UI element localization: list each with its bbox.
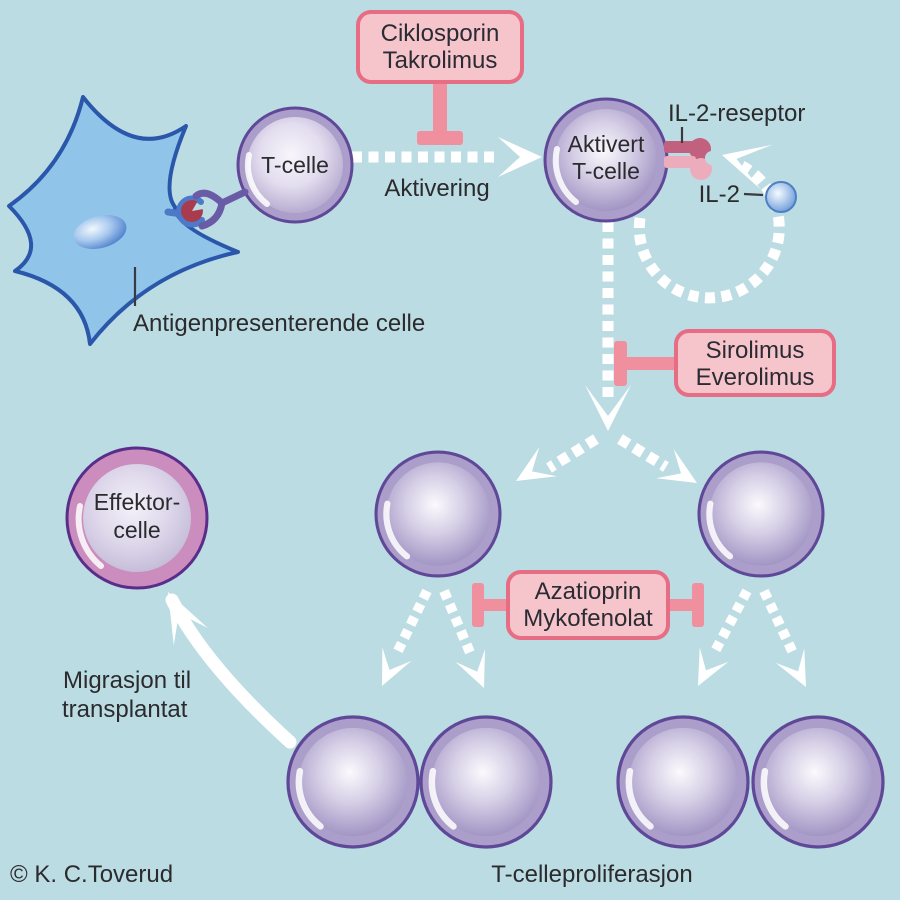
- drug-box: [506, 570, 670, 640]
- inhibitor-stem: [625, 357, 677, 370]
- inhibitor-stem-right: [666, 599, 694, 611]
- activated-t-cell-label-2: T-celle: [572, 158, 640, 184]
- effector-cell-label-1: Effektor-: [94, 489, 181, 515]
- drug-box1-line1: Ciklosporin: [381, 20, 500, 47]
- credit-label: © K. C.Toverud: [10, 861, 173, 888]
- activation-label: Aktivering: [384, 175, 489, 202]
- il2-receptor-icon: [664, 138, 719, 180]
- drug-box2-line1: Sirolimus: [706, 337, 805, 364]
- inhibitor-stem-left: [482, 599, 510, 611]
- proliferation-arrow-vertical: [585, 222, 631, 431]
- proliferated-cell-1: [288, 717, 418, 847]
- daughter-cell-right: [699, 452, 823, 576]
- daughter-cell-left: [376, 452, 500, 576]
- apc-label: Antigenpresenterende celle: [133, 310, 425, 337]
- inhibitor-cap: [614, 341, 627, 386]
- antigen-icon: [180, 200, 203, 223]
- inhibitor-cap: [417, 131, 463, 145]
- drug-box: [356, 10, 524, 84]
- mhc-cradle: [176, 195, 205, 228]
- activated-t-cell-label-1: Aktivert: [568, 131, 645, 157]
- il2-label: IL-2: [699, 181, 740, 208]
- division-arrows-left-cell: [367, 588, 499, 695]
- t-cell-label: T-celle: [261, 152, 329, 178]
- inhibitor-stem: [433, 80, 447, 132]
- activated-t-cell: Aktivert T-celle: [543, 97, 669, 223]
- tcr-receptor: [192, 188, 249, 230]
- drug-box3-line1: Azatioprin: [535, 578, 642, 605]
- antigen-presenting-cell: [7, 95, 240, 346]
- t-cell: T-celle: [236, 106, 354, 224]
- il2-feedback-loop-arrow: [633, 132, 785, 304]
- migration-label-1: Migrasjon til: [63, 667, 191, 694]
- drug-box1-line2: Takrolimus: [383, 47, 498, 74]
- split-arrow-left: [507, 434, 599, 496]
- effector-cell: Effektor- celle: [65, 446, 209, 590]
- inhibitor-cap-left: [472, 583, 484, 627]
- migration-label-2: transplantat: [62, 696, 188, 723]
- proliferated-cell-3: [618, 717, 748, 847]
- antigen-presentation-junction: [164, 188, 249, 230]
- inhibitor-sirolimus-everolimus: Sirolimus Everolimus: [614, 329, 836, 397]
- drug-box: [674, 329, 836, 397]
- inhibitor-ciklosporin-takrolimus: Ciklosporin Takrolimus: [356, 10, 524, 145]
- split-arrow-right: [617, 434, 706, 498]
- il2-receptor-label: IL-2-reseptor: [668, 100, 805, 127]
- proliferation-label: T-celleproliferasjon: [491, 861, 692, 888]
- proliferated-cell-2: [421, 717, 551, 847]
- apc-nucleus: [73, 215, 127, 249]
- migration-arrow: [151, 583, 297, 749]
- effector-cell-label-2: celle: [113, 517, 160, 543]
- inhibitor-azatioprin-mykofenolat: Azatioprin Mykofenolat: [472, 570, 704, 640]
- activation-arrow: [352, 137, 542, 177]
- drug-box2-line2: Everolimus: [696, 364, 815, 391]
- division-arrows-right-cell: [683, 588, 821, 695]
- drug-box3-line2: Mykofenolat: [523, 605, 653, 632]
- il2-label-line: [743, 192, 764, 197]
- proliferated-cell-4: [753, 717, 883, 847]
- il2-molecule-icon: [765, 181, 797, 213]
- inhibitor-cap-right: [692, 583, 704, 627]
